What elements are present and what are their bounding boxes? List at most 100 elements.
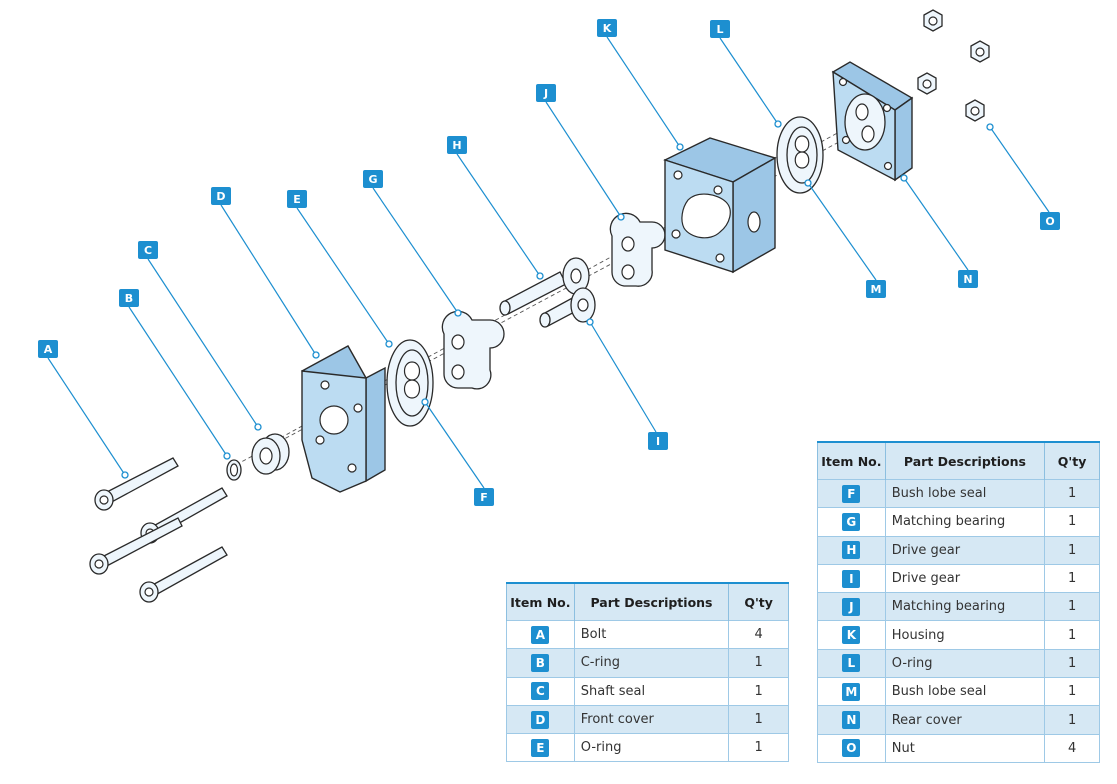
item-badge: L [842,654,861,673]
bolt-parts [89,457,228,603]
part-description: O-ring [884,648,1046,679]
table-row: I Drive gear 1 [817,563,1100,594]
part-description: O-ring [573,733,730,763]
part-description: Front cover [573,704,730,735]
svg-text:O: O [1045,215,1054,228]
part-qty: 1 [1044,648,1100,679]
part-description: Shaft seal [573,676,730,706]
leader-line-a [47,357,126,476]
svg-text:M: M [871,283,882,296]
part-qty: 1 [728,676,789,706]
part-description: Matching bearing [884,592,1046,622]
part-description: Bush lobe seal [884,677,1046,707]
part-description: Drive gear [884,563,1046,594]
item-badge: E [531,738,550,757]
callout-i: I [648,432,668,450]
leader-line-f [424,401,485,489]
svg-text:D: D [216,190,225,203]
svg-text:C: C [144,244,152,257]
nut-3 [917,72,937,95]
item-badge: C [531,682,550,701]
callout-g: G [363,170,383,188]
table-header-row: Item No. Part Descriptions Q'ty [506,582,789,621]
leader-line-j [545,101,622,218]
leader-line-l [719,37,779,125]
leader-line-i [589,321,657,433]
part-qty: 1 [1044,563,1100,594]
table-row: J Matching bearing 1 [817,592,1100,622]
nut-2 [970,40,990,63]
item-badge: B [531,653,550,672]
bolt-4 [139,546,228,603]
column-header-qty: Q'ty [1044,441,1100,480]
callout-l: L [710,20,730,38]
leader-line-b [128,306,228,457]
leader-lines [47,36,1050,489]
svg-text:L: L [716,23,723,36]
leader-line-e [296,207,390,345]
column-header-part-descriptions: Part Descriptions [573,582,730,621]
table-row: H Drive gear 1 [817,535,1100,565]
callout-m: M [866,280,886,298]
part-qty: 1 [1044,535,1100,565]
part-qty: 1 [1044,705,1100,735]
item-badge: A [531,625,550,644]
table-row: C Shaft seal 1 [506,676,789,706]
item-badge: G [842,512,861,531]
part-description: Bush lobe seal [884,478,1046,509]
leader-line-g [372,187,459,314]
matching-bearing-rear-part [609,212,666,287]
svg-text:I: I [656,435,660,448]
item-badge: K [842,626,861,645]
leader-line-n [903,177,969,271]
part-qty: 1 [728,704,789,735]
svg-text:F: F [480,491,488,504]
drive-gear-i-part [539,287,596,328]
table-row: G Matching bearing 1 [817,507,1100,537]
svg-text:B: B [125,292,133,305]
part-description: Housing [884,620,1046,650]
svg-text:E: E [293,193,301,206]
part-description: Rear cover [884,705,1046,735]
table-row: F Bush lobe seal 1 [817,478,1100,509]
nut-parts [917,9,990,122]
table-row: E O-ring 1 [506,733,789,763]
callout-labels: A B C D E F G H I J K L M N O [38,19,1060,506]
part-description: Drive gear [884,535,1046,565]
parts-table-left: Item No. Part Descriptions Q'ty A Bolt 4… [506,582,789,763]
part-qty: 1 [1044,592,1100,622]
column-header-item-no: Item No. [506,582,575,621]
rear-cover-part [831,61,914,182]
part-description: Nut [884,733,1046,763]
table-row: L O-ring 1 [817,648,1100,679]
table-row: O Nut 4 [817,733,1100,763]
leader-line-o [989,126,1050,213]
parts-table-right: Item No. Part Descriptions Q'ty F Bush l… [817,441,1100,763]
part-description: Bolt [573,619,730,650]
table-row: N Rear cover 1 [817,705,1100,735]
o-ring-front-part [386,339,434,427]
item-badge: J [842,597,861,616]
part-qty: 4 [1044,733,1100,763]
column-header-qty: Q'ty [728,582,789,621]
column-header-item-no: Item No. [817,441,886,480]
column-header-part-descriptions: Part Descriptions [884,441,1046,480]
part-qty: 1 [1044,677,1100,707]
shaft-seal-part [251,433,290,475]
svg-text:K: K [603,22,612,35]
part-qty: 1 [1044,620,1100,650]
callout-k: K [597,19,617,37]
part-qty: 1 [1044,478,1100,509]
item-badge: H [842,541,861,560]
leader-line-c [147,258,259,428]
svg-text:A: A [44,343,53,356]
c-ring-part [226,459,242,481]
callout-c: C [138,241,158,259]
housing-part [663,137,777,274]
item-badge: I [842,569,861,588]
svg-text:G: G [368,173,377,186]
svg-text:N: N [963,273,972,286]
callout-f: F [474,488,494,506]
front-cover-part [301,345,386,493]
